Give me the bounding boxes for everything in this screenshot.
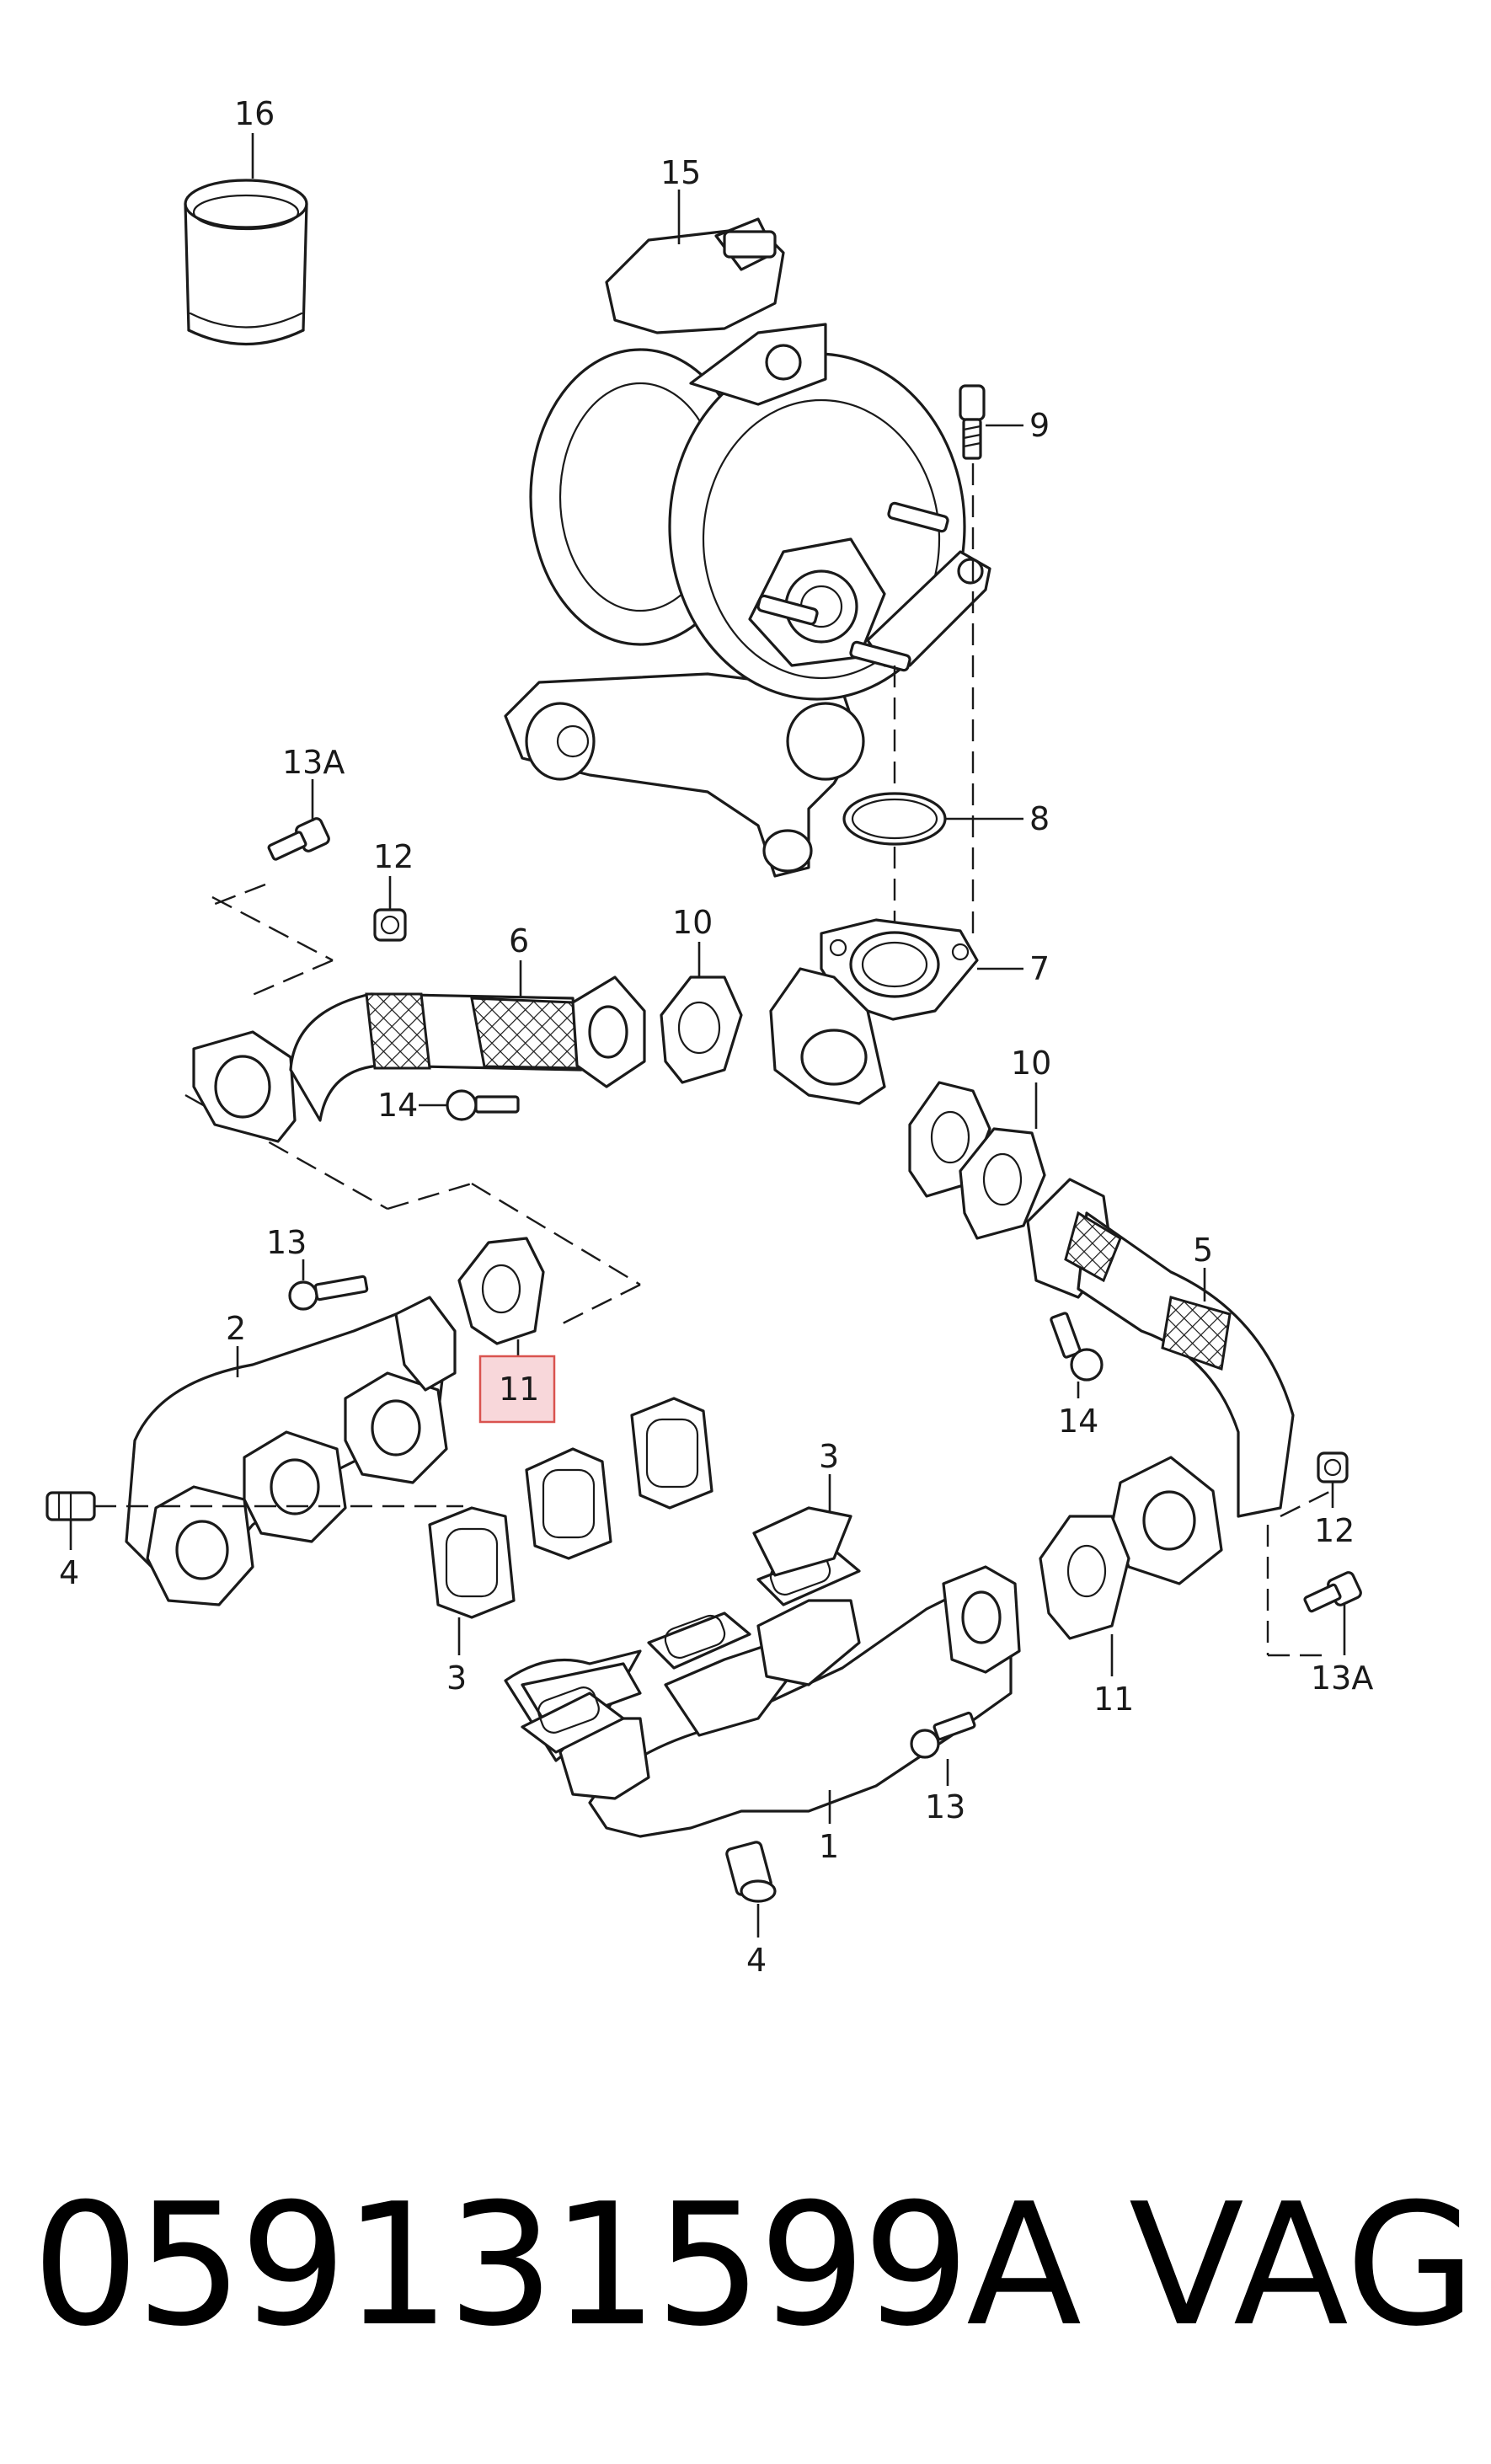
gasket-part-10-right — [908, 1081, 1046, 1240]
callout-10-top: 10 — [672, 904, 713, 941]
bolt-part-14-right — [1050, 1312, 1104, 1398]
callout-3-top: 3 — [819, 1438, 839, 1475]
callout-3-bottom: 3 — [446, 1660, 467, 1697]
nut-part-4-bottom — [725, 1841, 777, 1938]
callout-15: 15 — [660, 154, 701, 191]
callout-2: 2 — [226, 1310, 246, 1347]
bolt-part-13a-top — [267, 779, 330, 861]
callout-4-left: 4 — [59, 1554, 79, 1591]
callout-12-top: 12 — [373, 838, 414, 875]
callout-12-right: 12 — [1314, 1512, 1355, 1549]
part-number: 059131599A — [32, 2167, 1082, 2364]
brand-name: VAG — [1129, 2167, 1477, 2364]
callout-14-left: 14 — [377, 1087, 418, 1124]
callout-13a-right: 13A — [1311, 1660, 1373, 1697]
callout-9: 9 — [1029, 407, 1050, 444]
gasket-part-11-left — [457, 1237, 545, 1365]
flange-connector — [769, 967, 886, 1105]
nut-part-12-right — [1317, 1451, 1349, 1508]
callout-10-right: 10 — [1011, 1045, 1051, 1082]
exhaust-pipe-part-5 — [1026, 1178, 1295, 1585]
callout-13a-top: 13A — [282, 744, 345, 781]
exhaust-manifold-part-2 — [125, 1296, 457, 1606]
gasket-part-11-right — [1039, 1515, 1130, 1676]
gasket-part-10-top — [660, 942, 743, 1084]
highlighted-part-box[interactable] — [478, 1355, 556, 1424]
gasket-part-3-right — [752, 1474, 852, 1577]
callout-6: 6 — [509, 922, 529, 959]
callout-7: 7 — [1029, 950, 1050, 987]
callout-11-highlight[interactable]: 11 — [499, 1371, 539, 1408]
o-ring-part-8 — [842, 665, 1023, 927]
bolt-part-9 — [959, 384, 1023, 939]
bolt-part-14-left — [419, 1089, 520, 1121]
callout-13-left: 13 — [266, 1224, 307, 1261]
exhaust-pipe-part-6 — [192, 960, 646, 1143]
bolt-part-13-left — [288, 1259, 369, 1311]
callout-11-right: 11 — [1093, 1681, 1134, 1718]
callout-8: 8 — [1029, 800, 1050, 837]
flange-part-7 — [820, 918, 1023, 1021]
gasket-part-3-left — [428, 1397, 713, 1655]
callout-1: 1 — [819, 1828, 839, 1865]
exhaust-manifold-part-1 — [504, 1548, 1021, 1838]
bolt-part-13a-right — [1303, 1571, 1362, 1655]
turbocharger-part-15 — [504, 190, 991, 878]
bolt-part-13-bottom — [910, 1711, 976, 1786]
sleeve-part-16 — [184, 133, 308, 346]
callout-4-bottom: 4 — [746, 1942, 767, 1979]
callout-13-bottom: 13 — [925, 1788, 965, 1825]
callout-5: 5 — [1193, 1232, 1213, 1269]
assembly-guide-lines — [184, 883, 1332, 1657]
callout-14-right: 14 — [1058, 1403, 1098, 1440]
nut-part-4-left — [45, 1491, 463, 1550]
callout-16: 16 — [234, 95, 275, 132]
nut-part-12-top — [373, 876, 407, 942]
callout-labels: 16 15 9 8 7 13A 12 6 10 10 14 5 13 2 11 … — [59, 95, 1373, 1979]
